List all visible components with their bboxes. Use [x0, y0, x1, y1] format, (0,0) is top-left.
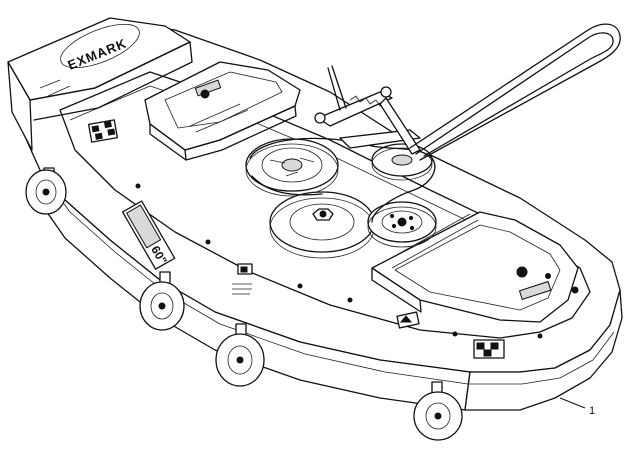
spindle-pulley-right [367, 201, 437, 248]
lift-handle-loop [409, 23, 621, 161]
deck-decals: 60" [121, 200, 505, 359]
caster-wheel-mid-left [139, 271, 185, 331]
callout-1: 1 [559, 397, 595, 417]
rear-logo-panel: EXMARK [7, 17, 193, 151]
belt-cover-left [144, 61, 301, 161]
side-model-badge: 60" [121, 200, 176, 270]
belt-cover-right [371, 211, 579, 323]
caster-wheel-front-right [413, 381, 463, 441]
callout-1-leader [559, 397, 586, 409]
caster-wheel-front-left [215, 323, 265, 387]
idler-arm-assembly [314, 65, 421, 155]
callout-1-label: 1 [589, 405, 595, 417]
drive-belt [249, 137, 436, 223]
caster-wheel-rear-left [25, 167, 67, 215]
deck-fasteners [135, 183, 543, 339]
